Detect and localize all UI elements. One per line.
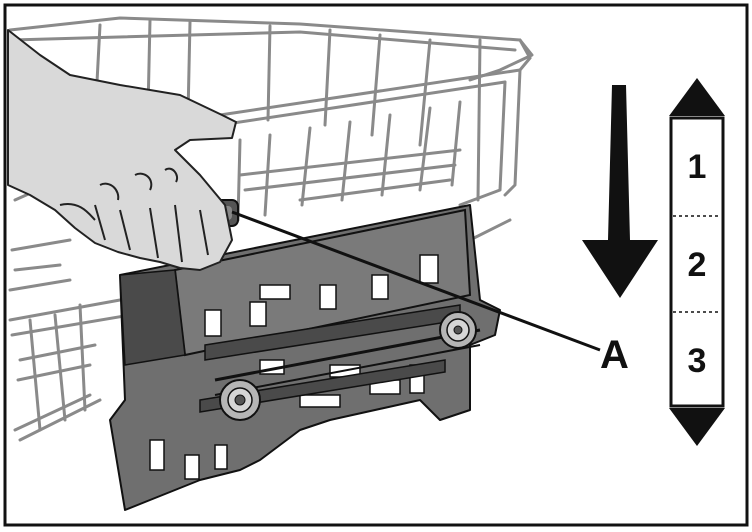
adjuster-knob-left <box>219 379 261 421</box>
scale-level-3: 3 <box>688 342 707 380</box>
callout-label: A <box>600 333 629 377</box>
scale-level-2: 2 <box>688 246 707 284</box>
scale-level-1: 1 <box>688 148 707 186</box>
height-adjuster-bracket <box>109 204 501 511</box>
adjuster-knob-right <box>439 311 477 349</box>
triangle-down-icon <box>669 408 725 446</box>
scale-bar <box>669 116 725 408</box>
hand-icon <box>7 29 237 271</box>
callout-leader-line <box>231 210 601 352</box>
triangle-up-icon <box>669 78 725 116</box>
height-scale: 1 2 3 <box>669 78 725 446</box>
down-arrow-icon <box>582 85 658 298</box>
